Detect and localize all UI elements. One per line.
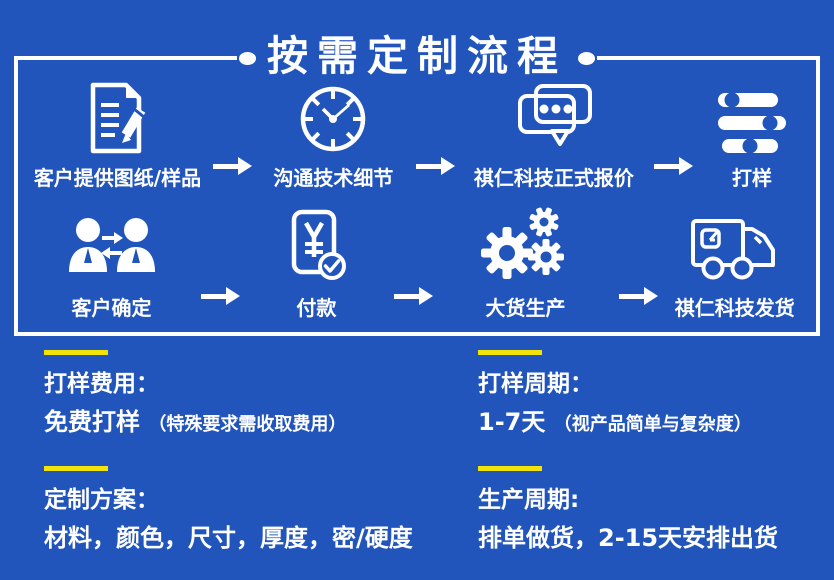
page-title: 按需定制流程 [237,30,597,82]
info-heading: 打样费用： [44,371,159,397]
step-label: 打样 [732,166,772,190]
yellow-bar [44,466,108,471]
document-pencil-icon [84,81,150,155]
info-heading: 定制方案： [44,487,159,513]
clock-icon [297,81,369,155]
step-label: 客户确定 [71,296,152,320]
step-label: 沟通技术细节 [273,166,394,190]
step-shipping: 祺仁科技发货 [661,211,808,320]
arrow-right-icon [390,286,436,306]
info-block-custom-options: 定制方案： 材料，颜色，尺寸，厚度，密/硬度 [44,466,478,556]
step-label: 客户提供图纸/样品 [33,166,202,190]
arrow-right-icon [209,156,255,176]
process-row-1: 客户提供图纸/样品 沟通技术细节 [18,60,816,198]
arrow-right-icon [615,286,661,306]
info-main: 排单做货，2-15天安排出货 [478,524,779,552]
chat-bubbles-icon [508,81,600,155]
info-heading: 打样周期： [478,371,593,397]
info-note: （视产品简单与复杂度） [553,414,752,435]
truck-icon [687,211,783,285]
page-title-text: 按需定制流程 [267,32,567,80]
info-main: 1-7天 [478,408,546,436]
people-exchange-icon [64,211,160,285]
info-block-production-cycle: 生产周期: 排单做货，2-15天安排出货 [478,466,814,556]
gears-icon [480,207,572,285]
step-customer-drawings: 客户提供图纸/样品 [26,81,209,190]
step-technical-details: 沟通技术细节 [255,81,412,190]
yellow-bar [44,350,108,355]
info-block-sampling-cycle: 打样周期： 1-7天 （视产品简单与复杂度） [478,350,814,440]
step-payment: 付款 [243,209,390,320]
arrow-right-icon [197,286,243,306]
yellow-bar [478,350,542,355]
sliders-icon [710,81,794,155]
step-official-quote: 祺仁科技正式报价 [458,81,650,190]
info-heading: 生产周期: [478,487,580,513]
arrow-right-icon [650,156,696,176]
step-label: 祺仁科技正式报价 [473,166,634,190]
arrow-right-icon [412,156,458,176]
info-block-sampling-cost: 打样费用： 免费打样 （特殊要求需收取费用） [44,350,478,440]
step-label: 祺仁科技发货 [674,296,795,320]
step-label: 大货生产 [485,296,566,320]
info-main: 材料，颜色，尺寸，厚度，密/硬度 [44,524,413,552]
info-grid: 打样费用： 免费打样 （特殊要求需收取费用） 打样周期： 1-7天 （视产品简单… [44,350,814,556]
payment-check-icon [278,209,354,285]
info-note: （特殊要求需收取费用） [148,414,347,435]
step-customer-confirm: 客户确定 [26,211,197,320]
process-box: 客户提供图纸/样品 沟通技术细节 [14,56,820,336]
step-mass-production: 大货生产 [436,207,616,320]
yellow-bar [478,466,542,471]
step-sampling: 打样 [696,81,808,190]
process-row-2: 客户确定 付款 [18,198,816,332]
step-label: 付款 [296,296,337,320]
info-main: 免费打样 [44,408,140,436]
